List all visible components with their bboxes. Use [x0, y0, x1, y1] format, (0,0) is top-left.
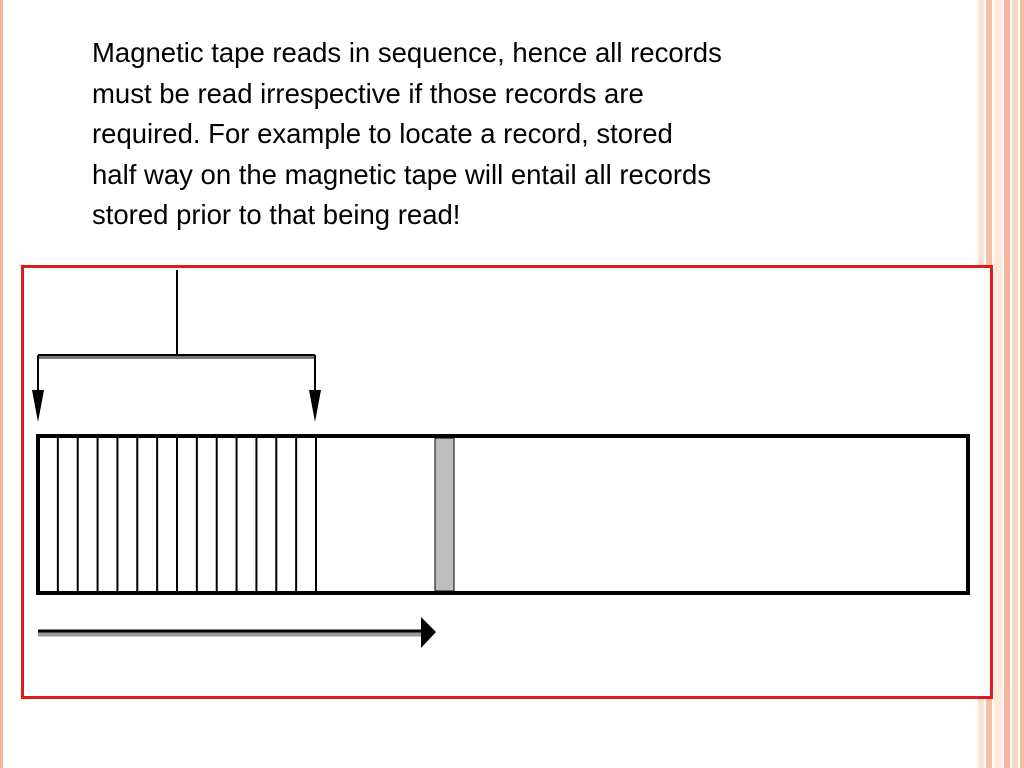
- body-text-line: half way on the magnetic tape will entai…: [92, 158, 712, 190]
- body-text: Magnetic tape reads in sequence, hence a…: [92, 33, 892, 236]
- read-direction-arrow: [38, 617, 436, 648]
- border-stripe: [1012, 0, 1018, 768]
- border-stripe: [1004, 0, 1010, 768]
- body-text-line: Magnetic tape reads in sequence, hence a…: [92, 37, 722, 68]
- arrow-down-icon: [309, 390, 321, 422]
- border-stripe: [1020, 0, 1024, 768]
- tape-body: [36, 434, 970, 595]
- border-stripe: [994, 0, 1002, 768]
- body-text-line: must be read irrespective if those recor…: [92, 77, 644, 109]
- body-text-line: required. For example to locate a record…: [92, 118, 673, 149]
- read-records: [56, 438, 317, 591]
- slide-left-edge: [0, 0, 3, 768]
- read-records-bracket: [32, 270, 321, 422]
- target-record: [434, 437, 455, 592]
- arrow-down-icon: [32, 390, 44, 422]
- magnetic-tape: [36, 434, 970, 595]
- body-text-line: stored prior to that being read!: [92, 199, 461, 230]
- arrow-right-icon: [421, 617, 436, 648]
